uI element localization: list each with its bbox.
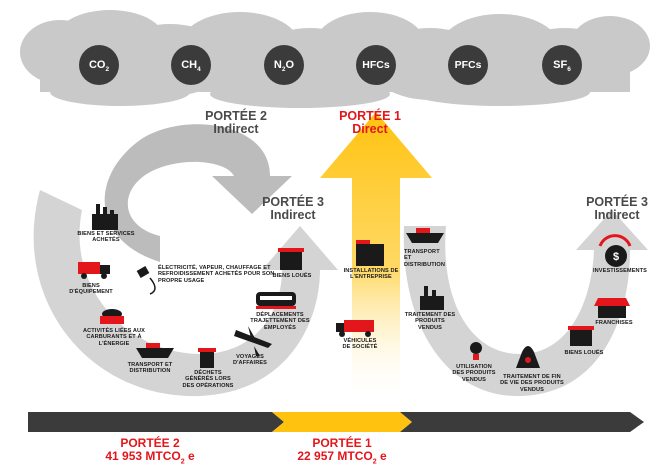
gas-pfcs: PFCs: [448, 45, 488, 85]
label-vehicles: VÉHICULES DE SOCIÉTÉ: [342, 338, 378, 351]
investment-icon: $: [598, 234, 632, 267]
timeline-bar: [28, 412, 284, 432]
factory-icon: [92, 204, 118, 230]
gas-hfcs: HFCs: [356, 45, 396, 85]
label-transport-downstream: TRANSPORT ET DISTRIBUTION: [404, 249, 445, 268]
recycle-bag-icon: [516, 346, 540, 368]
store-icon: [594, 298, 630, 318]
label-leased-upstream: BIENS LOUÉS: [272, 273, 312, 279]
label-leased-downstream: BIENS LOUÉS: [564, 350, 604, 356]
scope2-arrow: [104, 124, 292, 262]
factory-icon-processing: [420, 286, 444, 310]
gas-co2: CO2: [79, 45, 119, 85]
label-capital-goods: BIENS D'ÉQUIPEMENT: [69, 283, 113, 296]
trash-icon: [198, 348, 216, 368]
label-processing: TRAITEMENT DES PRODUITS VENDUS: [404, 312, 456, 331]
gas-ch4: CH4: [171, 45, 211, 85]
train-icon: [256, 292, 296, 309]
bulb-icon: [470, 342, 482, 360]
scope1-total: PORTÉE 1 22 957 MTCO2 e: [297, 436, 387, 466]
ship-icon: [136, 343, 174, 358]
plug-icon: [136, 266, 156, 295]
label-investments: INVESTISSEMENTS: [592, 268, 648, 274]
label-commuting: DÉPLACEMENTS TRAJETTEMENT DES EMPLOYÉS: [250, 312, 310, 331]
label-end-of-life: TRAITEMENT DE FIN DE VIE DES PRODUITS VE…: [500, 374, 564, 393]
building-icon-leased-down: [568, 326, 594, 346]
ship-icon-downstream: [406, 228, 444, 243]
scope3-downstream-arrow: [403, 210, 648, 397]
company-truck-icon: [336, 320, 374, 337]
label-franchises: FRANCHISES: [595, 320, 633, 326]
label-fuel-energy: ACTIVITÉS LIÉES AUX CARBURANTS ET À L'ÉN…: [83, 328, 145, 347]
svg-text:$: $: [613, 251, 619, 263]
label-business-travel: VOYAGES D'AFFAIRES: [232, 354, 268, 367]
facility-icon: [356, 240, 384, 266]
label-facilities: INSTALLATIONS DE L'ENTREPRISE: [343, 268, 399, 281]
label-use-products: UTILISATION DES PRODUITS VENDUS: [452, 364, 496, 383]
coal-cart-icon: [100, 309, 124, 324]
scope2-total: PORTÉE 2 41 953 MTCO2 e: [105, 436, 195, 466]
truck-icon: [78, 262, 110, 279]
label-transport-upstream: TRANSPORT ET DISTRIBUTION: [127, 362, 173, 375]
building-icon-leased-up: [278, 248, 304, 270]
label-purchased-goods: BIENS ET SERVICES ACHETÉS: [77, 231, 135, 244]
label-waste: DÉCHETS GÉNÉRÉS LORS DES OPÉRATIONS: [182, 370, 234, 389]
plane-icon: [234, 326, 272, 356]
gas-n2o: N2O: [264, 45, 304, 85]
gas-sf6: SF6: [542, 45, 582, 85]
label-electricity: ÉLECTRICITÉ, VAPEUR, CHAUFFAGE ET REFROI…: [158, 265, 275, 284]
